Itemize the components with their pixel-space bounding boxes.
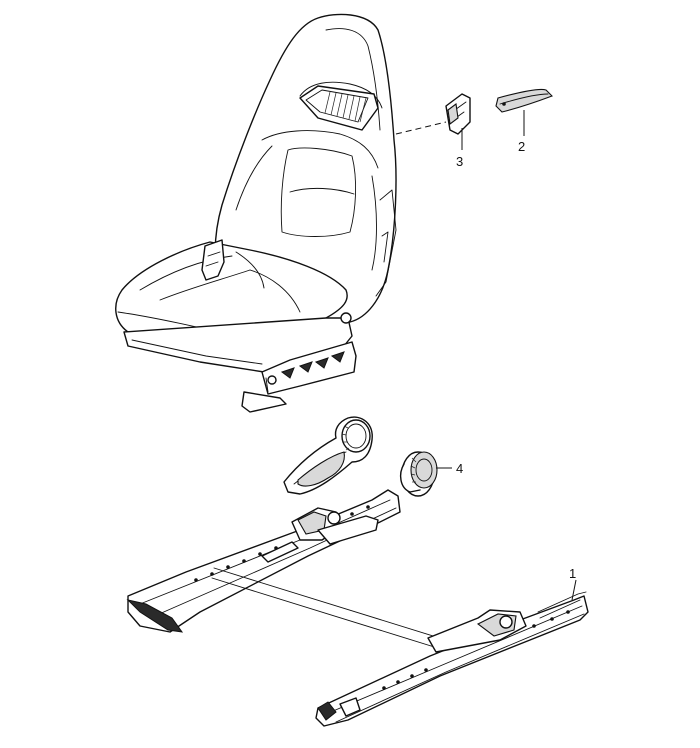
callout-3-label: 3 (456, 154, 463, 169)
seat-illustration (115, 13, 397, 413)
callout-1-label: 1 (569, 566, 576, 581)
lever-trim-cover (283, 416, 373, 495)
callout-2: 2 (518, 110, 525, 154)
callout-1: 1 (569, 566, 577, 601)
trim-cap-part (495, 88, 553, 113)
adjuster-knob-part (399, 451, 438, 497)
clip-leader-line (395, 121, 447, 135)
callout-2-label: 2 (518, 139, 525, 154)
seat-rail-assembly (126, 489, 589, 727)
callout-3: 3 (456, 128, 463, 169)
callout-4-label: 4 (456, 461, 463, 476)
callout-4: 4 (436, 461, 463, 476)
clip-part (445, 93, 471, 135)
